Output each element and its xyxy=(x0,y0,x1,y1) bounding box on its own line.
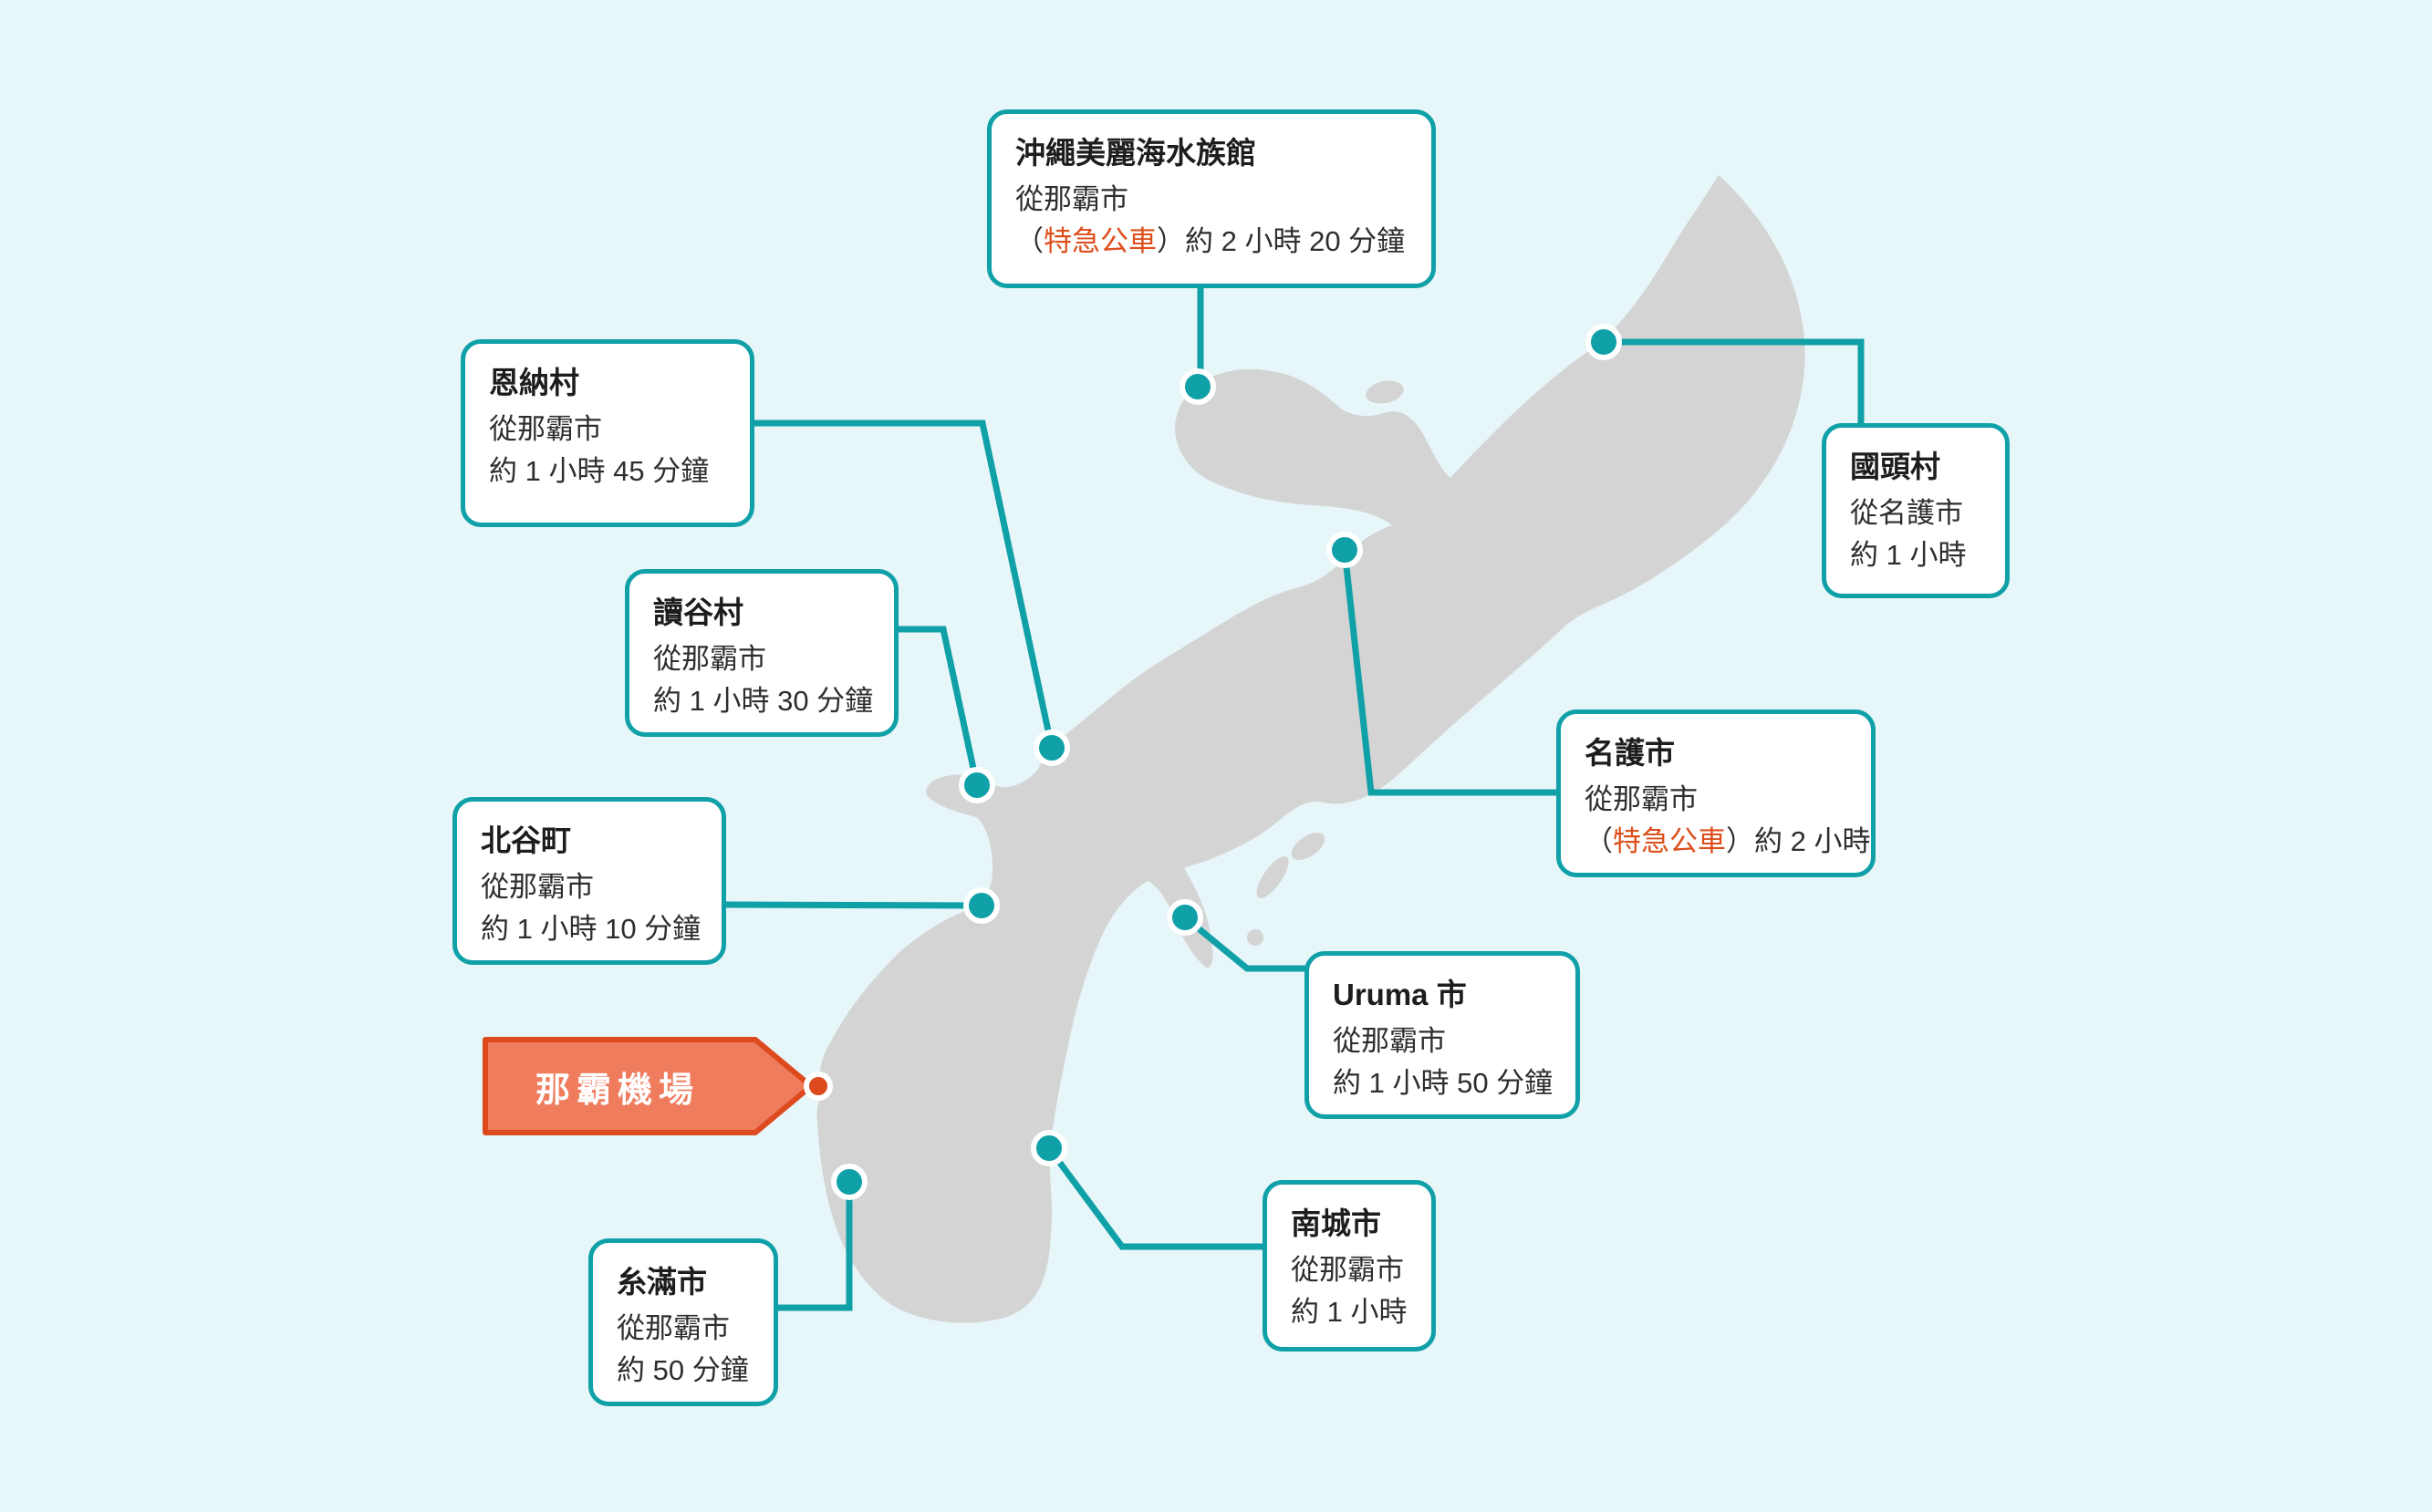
callout-line: 從那霸市 xyxy=(489,413,602,445)
marker-chatan xyxy=(963,887,1000,924)
connector-itoman xyxy=(778,1182,853,1311)
express-bus-highlight: 特急公車 xyxy=(1044,225,1157,257)
callout-line: （特急公車）約 2 小時 20 分鐘 xyxy=(1015,225,1406,257)
callout-line: 從那霸市 xyxy=(1333,1025,1446,1057)
callout-title: 沖繩美麗海水族館 xyxy=(1015,136,1256,170)
callout-line: 約 1 小時 xyxy=(1291,1296,1408,1328)
callout-nanjo: 南城市 從那霸市 約 1 小時 xyxy=(1263,1180,1436,1351)
connector-uruma xyxy=(1182,915,1306,972)
connector-nago xyxy=(1341,549,1558,796)
callout-line: 從那霸市 xyxy=(653,643,766,675)
marker-itoman xyxy=(831,1164,868,1200)
islet-henza xyxy=(1291,832,1325,861)
callout-yomitan: 讀谷村 從那霸市 約 1 小時 30 分鐘 xyxy=(625,569,899,737)
connector-onna xyxy=(754,419,1055,749)
airport-arrow-banner xyxy=(483,1037,814,1135)
marker-nago xyxy=(1326,532,1363,568)
callout-line: 約 1 小時 30 分鐘 xyxy=(653,685,874,717)
callout-line: 約 1 小時 xyxy=(1850,539,1967,571)
callout-line: 從那霸市 xyxy=(1291,1254,1404,1286)
callout-kunigami: 國頭村 從名護市 約 1 小時 xyxy=(1822,423,2010,598)
islet-hamahiga xyxy=(1256,856,1289,898)
marker-yomitan xyxy=(959,767,995,803)
callout-title: 南城市 xyxy=(1291,1206,1381,1240)
callout-itoman: 糸滿市 從那霸市 約 50 分鐘 xyxy=(588,1238,778,1406)
marker-aquarium xyxy=(1180,368,1216,405)
airport-marker-dot xyxy=(804,1072,833,1101)
airport-banner-label: 那霸機場 xyxy=(535,1071,700,1110)
marker-uruma xyxy=(1167,899,1203,936)
callout-chatan: 北谷町 從那霸市 約 1 小時 10 分鐘 xyxy=(452,797,726,965)
connector-nanjo xyxy=(1046,1145,1264,1250)
callout-title: 名護市 xyxy=(1585,736,1675,770)
callout-line: 從名護市 xyxy=(1850,497,1963,529)
callout-line: 約 50 分鐘 xyxy=(617,1354,749,1386)
connector-chatan xyxy=(723,901,982,909)
callout-title: 北谷町 xyxy=(481,823,571,857)
okinawa-island-shape xyxy=(816,175,1805,1323)
callout-uruma: Uruma 市 從那霸市 約 1 小時 50 分鐘 xyxy=(1304,951,1580,1119)
callout-title: 糸滿市 xyxy=(617,1265,707,1299)
callout-title: 國頭村 xyxy=(1850,450,1940,483)
callout-line: 從那霸市 xyxy=(481,871,594,903)
express-bus-highlight: 特急公車 xyxy=(1613,825,1726,857)
callout-line: 從那霸市 xyxy=(617,1312,730,1344)
callout-title: 恩納村 xyxy=(489,366,579,399)
marker-kunigami xyxy=(1585,324,1622,360)
callout-line: 約 1 小時 50 分鐘 xyxy=(1333,1067,1554,1099)
callout-line: （特急公車）約 2 小時 xyxy=(1585,825,1871,857)
callout-line: 約 1 小時 45 分鐘 xyxy=(489,455,710,487)
callout-title: 讀谷村 xyxy=(653,595,743,629)
callout-nago: 名護市 從那霸市 （特急公車）約 2 小時 xyxy=(1556,709,1876,877)
callout-title: Uruma 市 xyxy=(1333,978,1467,1011)
callout-aquarium: 沖繩美麗海水族館 從那霸市 （特急公車）約 2 小時 20 分鐘 xyxy=(987,109,1436,288)
islet-north-of-motobu xyxy=(1366,380,1404,404)
callout-line: 約 1 小時 10 分鐘 xyxy=(481,913,702,945)
callout-line: 從那霸市 xyxy=(1015,183,1128,215)
islet-tsuken xyxy=(1247,929,1263,946)
connector-yomitan xyxy=(897,626,981,786)
marker-nanjo xyxy=(1031,1130,1067,1166)
connector-kunigami xyxy=(1604,338,1865,427)
marker-onna xyxy=(1034,730,1070,766)
callout-onna: 恩納村 從那霸市 約 1 小時 45 分鐘 xyxy=(461,339,754,527)
callout-line: 從那霸市 xyxy=(1585,783,1698,815)
